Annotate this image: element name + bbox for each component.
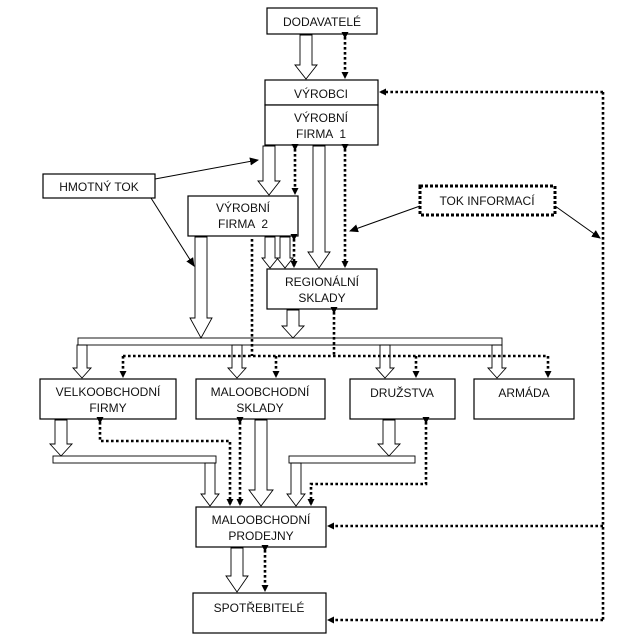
node-dodavatele-label: DODAVATELÉ <box>283 14 361 29</box>
node-tok-informaci-label: TOK INFORMACÍ <box>439 193 535 208</box>
node-druzstva-label: DRUŽSTVA <box>370 385 434 400</box>
node-maloobchodni-sklady-line1: MALOOBCHODNÍ <box>211 384 310 399</box>
arrow-firma2-regionalni-b <box>276 236 294 269</box>
node-vyrobni-firma-2-line2: FIRMA 2 <box>218 217 268 231</box>
arrow-dodavatele-vyrobci <box>294 34 318 80</box>
node-velkoobchodni-firmy-line2: FIRMY <box>89 401 126 415</box>
information-flow-lines <box>96 32 605 624</box>
arrow-firma2-regionalni-a <box>261 236 279 269</box>
arrow-bar-maloobchod-sklady <box>226 344 248 379</box>
node-armada: ARMÁDA <box>473 378 575 420</box>
node-regionalni-sklady: REGIONÁLNÍ SKLADY <box>266 268 378 310</box>
pointer-tok-informaci-left <box>349 205 421 233</box>
arrow-prodejny-spotrebitele <box>225 547 249 593</box>
arrow-rightbar-prodejny-a <box>286 462 306 507</box>
node-hmotny-tok: HMOTNÝ TOK <box>42 173 156 199</box>
node-maloobchodni-prodejny-line2: PRODEJNY <box>228 529 293 543</box>
info-link-druzstva-prodejny <box>307 417 430 506</box>
pointer-hmotny-tok-firma1 <box>154 157 259 180</box>
distribution-bar-right <box>288 455 416 464</box>
arrow-leftbar-prodejny-a <box>200 462 220 507</box>
node-druzstva: DRUŽSTVA <box>349 378 456 420</box>
node-vyrobci-label: VÝROBCI <box>294 86 348 101</box>
arrow-regionalni-bar <box>280 309 306 339</box>
arrow-firma1-firma2 <box>257 145 281 196</box>
arrow-firma1-regionalni <box>307 145 331 269</box>
arrow-bar-velkoobchod <box>71 344 93 379</box>
arrow-velkoobchod-bar <box>48 419 74 457</box>
node-maloobchodni-sklady: MALOOBCHODNÍ SKLADY <box>195 378 326 420</box>
node-vyrobni-firma-1-line1: VÝROBNÍ <box>294 110 349 125</box>
node-maloobchodni-prodejny-line1: MALOOBCHODNÍ <box>212 512 311 527</box>
node-vyrobni-firma-1: VÝROBNÍ FIRMA 1 <box>264 104 379 146</box>
arrow-firma2-bar <box>189 236 213 339</box>
node-vyrobci: VÝROBCI <box>264 79 379 106</box>
pointer-tok-informaci-right <box>554 205 601 239</box>
node-regionalni-sklady-line2: SKLADY <box>298 291 345 305</box>
arrow-druzstva-bar <box>376 419 402 457</box>
node-velkoobchodni-firmy-line1: VELKOOBCHODNÍ <box>56 384 161 399</box>
node-tok-informaci: TOK INFORMACÍ <box>418 184 557 217</box>
label-pointers <box>150 157 601 267</box>
distribution-bar-upper <box>77 337 503 346</box>
node-spotrebitele: SPOTŘEBITELÉ <box>192 592 327 634</box>
pointer-hmotny-tok-flow <box>150 197 195 267</box>
node-vyrobni-firma-2-line1: VÝROBNÍ <box>216 200 271 215</box>
node-spotrebitele-label: SPOTŘEBITELÉ <box>214 600 305 615</box>
arrow-bar-armada <box>486 344 508 379</box>
distribution-bar-left <box>52 455 217 464</box>
node-vyrobni-firma-2: VÝROBNÍ FIRMA 2 <box>187 195 299 237</box>
node-maloobchodni-sklady-line2: SKLADY <box>236 401 283 415</box>
node-regionalni-sklady-line1: REGIONÁLNÍ <box>285 274 360 289</box>
node-vyrobni-firma-1-line2: FIRMA 1 <box>296 127 346 141</box>
node-velkoobchodni-firmy: VELKOOBCHODNÍ FIRMY <box>39 378 177 420</box>
node-armada-label: ARMÁDA <box>498 385 549 400</box>
arrow-bar-druzstva <box>374 344 396 379</box>
node-dodavatele: DODAVATELÉ <box>266 7 378 35</box>
arrow-sklady-prodejny <box>248 419 274 507</box>
node-hmotny-tok-label: HMOTNÝ TOK <box>59 179 139 194</box>
node-maloobchodni-prodejny: MALOOBCHODNÍ PRODEJNY <box>195 506 327 548</box>
info-link-velkoobchod-prodejny <box>96 417 234 506</box>
